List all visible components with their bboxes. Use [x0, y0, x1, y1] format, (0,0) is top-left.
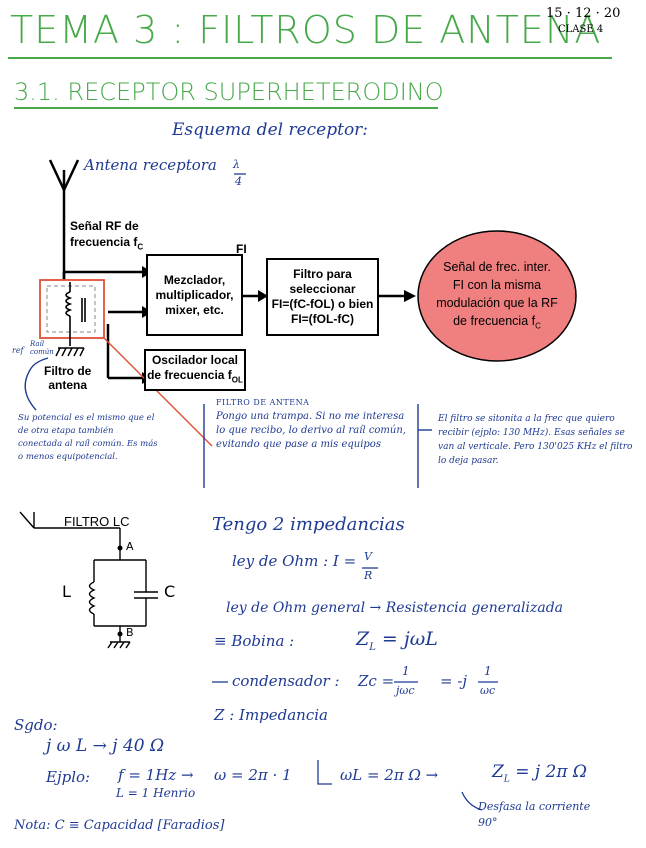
section-subheading: Esquema del receptor: — [172, 120, 369, 140]
note-arrows — [24, 357, 432, 488]
antenna-icon — [48, 159, 80, 280]
cap-line: condensador : — [232, 672, 340, 690]
coil-icon — [65, 282, 86, 346]
signal-wires — [62, 270, 408, 380]
cap-den: jωc — [396, 684, 415, 697]
middle-note-title: FILTRO DE ANTENA — [216, 398, 310, 407]
math-strokes — [212, 173, 498, 811]
ohm-den: R — [364, 569, 373, 582]
antenna-filter-label: Filtro de antena — [44, 364, 92, 392]
rail-label: Raíl común — [30, 340, 54, 356]
ejplo-wl: ωL = 2π Ω → — [340, 766, 439, 784]
cap-formula: Zc = — [358, 672, 395, 690]
ellipse-text: Señal de frec. inter. FI con la misma mo… — [436, 260, 558, 331]
section-heading: 3.1. RECEPTOR SUPERHETERODINO — [14, 78, 444, 106]
general-law: ley de Ohm general → Resistencia general… — [226, 600, 564, 616]
filter-box: Filtro para seleccionar FI=(fC-fOL) o bi… — [266, 258, 379, 336]
lc-title: FILTRO LC — [64, 514, 130, 529]
oscillator-box: Oscilador local de frecuencia fOL — [144, 349, 246, 391]
ohm-law: ley de Ohm : I = — [232, 552, 357, 570]
cap-rhs: = -j — [440, 672, 468, 690]
cap-num2: 1 — [484, 664, 492, 678]
ohm-num: V — [364, 550, 372, 563]
ejplo-l: L = 1 Henrio — [116, 786, 196, 800]
lc-inductor-label: L — [62, 582, 71, 601]
cap-den2: ωc — [480, 684, 496, 697]
sgdo-label: Sgdo: — [14, 716, 58, 734]
impedance-heading: Tengo 2 impedancias — [212, 514, 405, 535]
page-title: TEMA 3 : FILTROS DE ANTENA — [10, 8, 602, 52]
output-ellipse — [417, 230, 577, 362]
z-line: Z : Impedancia — [214, 706, 328, 724]
left-note: Su potencial es el mismo que el de otra … — [18, 413, 158, 462]
right-note: El filtro se sitonita a la frec que quie… — [438, 414, 633, 466]
antenna-frac-num: λ — [233, 158, 240, 171]
lc-node-a: A — [126, 540, 134, 553]
ejplo-label: Ejplo: — [46, 768, 91, 786]
lc-node-b: B — [126, 626, 134, 639]
antenna-frac-den: 4 — [235, 175, 242, 188]
date-label: 15 · 12 · 20 — [546, 6, 621, 21]
mixer-box: Mezclador, multiplicador, mixer, etc. — [146, 254, 243, 336]
class-label: CLASE 4 — [558, 24, 604, 35]
sgdo-line: j ω L → j 40 Ω — [46, 736, 165, 756]
note-footer: Nota: C ≡ Capacidad [Faradios] — [14, 818, 225, 833]
middle-note: Pongo una trampa. Si no me interesa lo q… — [216, 411, 406, 450]
filter-highlight — [39, 279, 105, 339]
rf-signal-label: Señal RF de frecuencia fC — [70, 219, 144, 252]
ref-label: ref — [12, 346, 24, 355]
desfasa-deg: 90° — [478, 816, 498, 829]
coil-formula: ZL = jωL — [356, 628, 438, 653]
ground-icon — [55, 347, 85, 357]
ejplo-zl: ZL = j 2π Ω — [492, 762, 588, 785]
coil-line: ≡ Bobina : — [214, 632, 295, 650]
ejplo-f: f = 1Hz → — [118, 766, 194, 784]
antenna-label: Antena receptora — [84, 156, 217, 174]
ejplo-w: ω = 2π · 1 — [214, 766, 292, 784]
lc-circuit — [19, 511, 158, 649]
cap-num: 1 — [402, 664, 410, 678]
fi-label: FI — [236, 242, 247, 256]
lc-capacitor-label: C — [164, 582, 176, 601]
desfasa-note: Desfasa la corriente — [478, 800, 591, 813]
